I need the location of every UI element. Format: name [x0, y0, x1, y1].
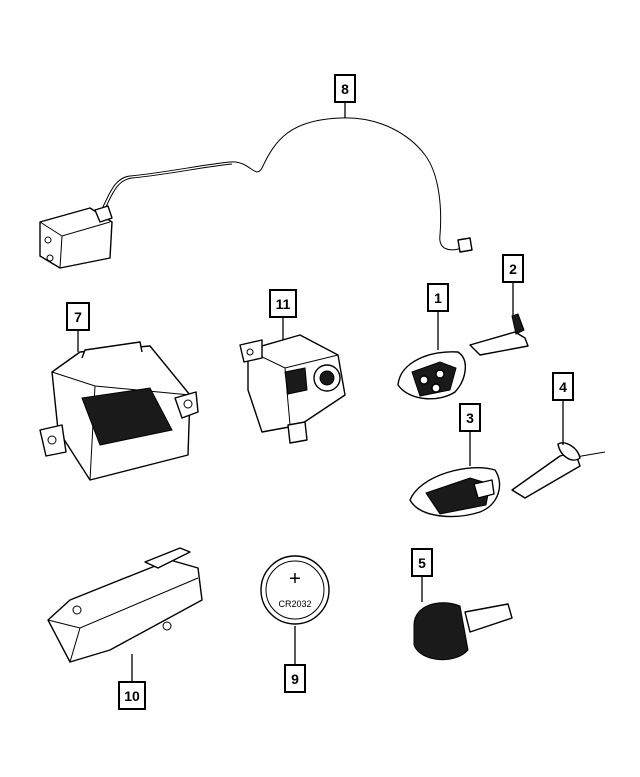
- callout-10-label: 10: [124, 688, 140, 704]
- callout-5-label: 5: [418, 555, 426, 571]
- callout-7: 7: [66, 302, 90, 331]
- callout-5: 5: [411, 548, 433, 577]
- antenna-assembly: [39, 117, 473, 269]
- key-fob-1: [397, 351, 466, 400]
- control-module: [39, 341, 199, 481]
- antenna-module: [39, 207, 113, 269]
- key-head: [413, 602, 513, 661]
- callout-4: 4: [552, 372, 574, 401]
- bracket: [47, 547, 203, 663]
- callout-10: 10: [118, 681, 146, 710]
- battery: + CR2032: [260, 555, 330, 625]
- antenna-cable: [99, 117, 463, 251]
- callout-8: 8: [334, 74, 356, 103]
- key-blade-4: [511, 442, 606, 499]
- key-fob-3: [409, 466, 501, 518]
- battery-label: CR2032: [278, 599, 311, 609]
- callout-1-label: 1: [434, 290, 442, 306]
- battery-plus: +: [289, 568, 301, 590]
- key-blade: [469, 313, 529, 356]
- leader-lines: [77, 102, 564, 682]
- battery-coin: [260, 555, 330, 625]
- ignition-switch: [239, 334, 346, 444]
- callout-4-label: 4: [559, 379, 567, 395]
- callout-9-label: 9: [291, 671, 299, 687]
- callout-1: 1: [427, 283, 449, 312]
- callout-3: 3: [459, 403, 481, 432]
- callout-11-label: 11: [276, 296, 291, 312]
- callout-2: 2: [502, 254, 524, 283]
- callout-2-label: 2: [509, 261, 517, 277]
- callout-11: 11: [269, 289, 297, 318]
- callout-7-label: 7: [74, 309, 82, 325]
- callout-9: 9: [284, 664, 306, 693]
- callout-8-label: 8: [341, 81, 349, 97]
- callout-3-label: 3: [466, 410, 474, 426]
